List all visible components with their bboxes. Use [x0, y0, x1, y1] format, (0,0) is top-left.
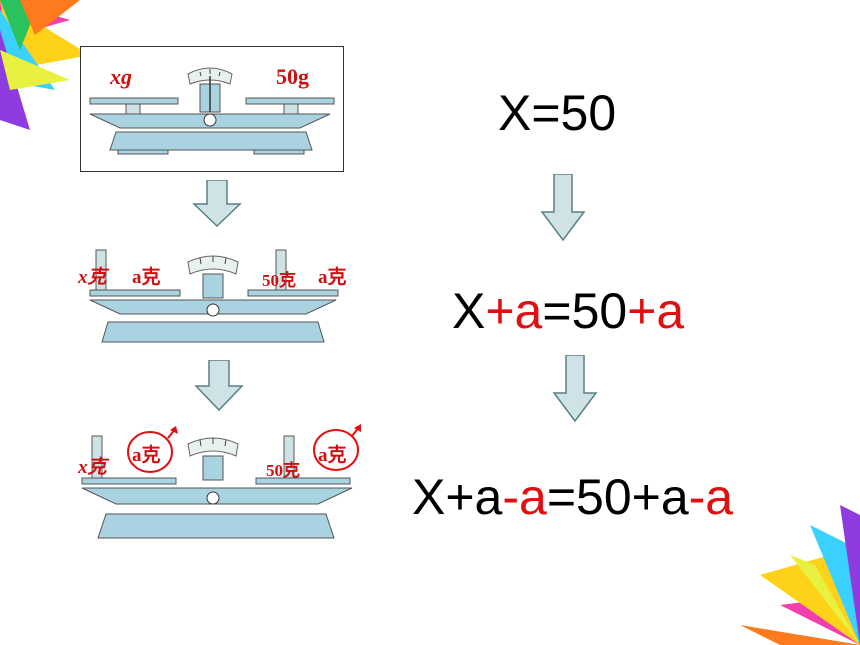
scale-3-right-label-a: a克	[318, 445, 347, 466]
equation-3: X+a-a=50+a-a	[412, 468, 733, 526]
scale-2-right-label-50: 50克	[262, 271, 296, 290]
equation-1: X=50	[498, 85, 617, 141]
equation-3-part-minus-a-right: -a	[688, 469, 734, 525]
equation-3-part-x-plus-a: X+a	[412, 469, 503, 525]
down-arrow-icon	[552, 355, 598, 423]
corner-decoration-bottom-right	[740, 505, 860, 645]
scale-3-left-label-x: x克	[78, 457, 107, 478]
scale-1-left-label: xg	[110, 64, 132, 89]
scale-2-right-label-a: a克	[318, 267, 347, 288]
scale-3-left-label-a: a克	[132, 445, 161, 466]
corner-decoration-top-left	[0, 0, 90, 130]
equation-2-part-plus-a-right: +a	[627, 283, 685, 339]
equation-2-part-x: X	[452, 283, 486, 339]
down-arrow-icon	[194, 360, 244, 412]
equation-3-part-eq-50-plus-a: =50+a	[546, 469, 689, 525]
equation-3-part-minus-a: -a	[502, 469, 547, 525]
down-arrow-icon	[540, 174, 586, 242]
scale-1-right-label: 50g	[276, 64, 309, 89]
scale-2-left-label-x: x克	[78, 267, 107, 288]
scale-3-right-label-50: 50克	[266, 461, 300, 480]
down-arrow-icon	[192, 180, 242, 228]
equation-2: X+a=50+a	[452, 282, 684, 340]
equation-2-part-plus-a: +a	[485, 283, 543, 339]
balance-scale-2	[89, 249, 339, 343]
equation-2-part-eq-50: =50	[542, 283, 628, 339]
balance-scale-1	[89, 67, 335, 155]
scale-2-left-label-a: a克	[132, 267, 161, 288]
balance-scale-3	[81, 424, 361, 539]
